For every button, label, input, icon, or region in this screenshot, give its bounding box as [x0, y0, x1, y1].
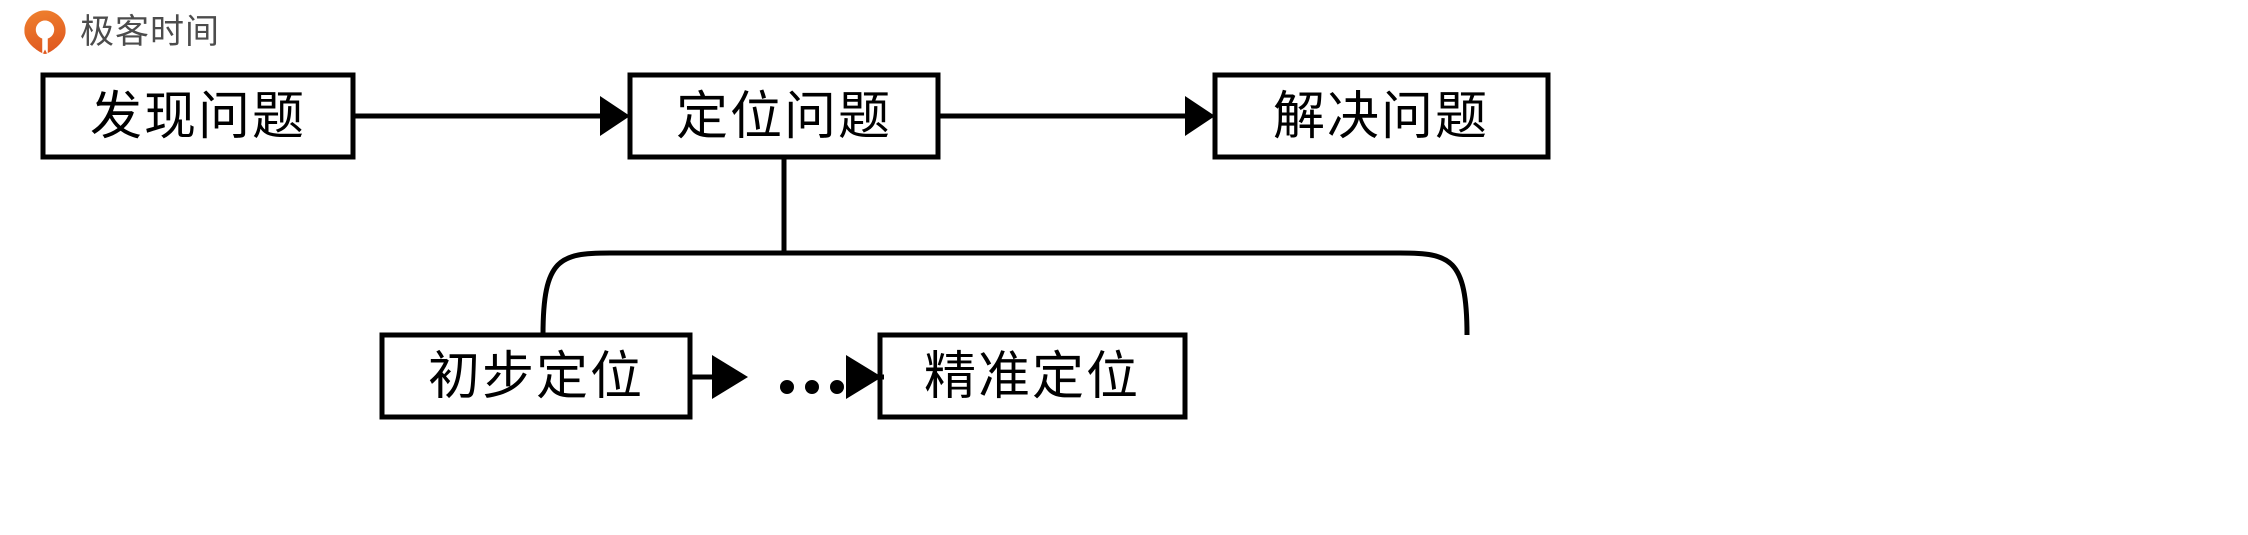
edge-locate-to-solve: [938, 96, 1215, 136]
edge-locate-to-substeps-bracket: [540, 157, 1470, 336]
node-solve-problem[interactable]: 解决问题: [1212, 72, 1551, 160]
ellipsis-marker: [780, 380, 844, 394]
node-solve-problem-label: 解决问题: [1273, 87, 1489, 147]
node-precise-localization-label: 精准定位: [924, 347, 1140, 407]
bracket-left-curve: [540, 250, 958, 336]
node-rough-localization-label: 初步定位: [428, 347, 644, 407]
edge-ellipsis-to-precise: [846, 355, 884, 399]
edge-rough-to-ellipsis: [690, 355, 748, 399]
node-discover-problem[interactable]: 发现问题: [40, 72, 356, 160]
edge-rough-to-ellipsis-arrowhead: [712, 355, 748, 399]
brand-logo: 极客时间: [22, 6, 220, 58]
geektime-mark-icon: [24, 10, 66, 54]
bracket-right-curve: [958, 250, 1470, 336]
node-discover-problem-label: 发现问题: [90, 87, 306, 147]
node-locate-problem-box: [627, 72, 941, 160]
edge-ellipsis-to-precise-arrowhead: [846, 355, 882, 399]
node-locate-problem[interactable]: 定位问题: [627, 72, 941, 160]
node-rough-localization[interactable]: 初步定位: [379, 332, 693, 420]
ellipsis-dot-1: [780, 380, 794, 394]
node-precise-localization-box: [877, 332, 1188, 420]
edge-discover-to-locate: [353, 96, 630, 136]
brand-name: 极客时间: [80, 12, 220, 52]
node-locate-problem-label: 定位问题: [676, 87, 892, 147]
ellipsis-dot-2: [805, 380, 819, 394]
node-precise-localization[interactable]: 精准定位: [877, 332, 1188, 420]
edge-locate-to-solve-arrowhead: [1185, 96, 1215, 136]
ellipsis-dot-3: [830, 380, 844, 394]
node-solve-problem-box: [1212, 72, 1551, 160]
edge-discover-to-locate-arrowhead: [600, 96, 630, 136]
